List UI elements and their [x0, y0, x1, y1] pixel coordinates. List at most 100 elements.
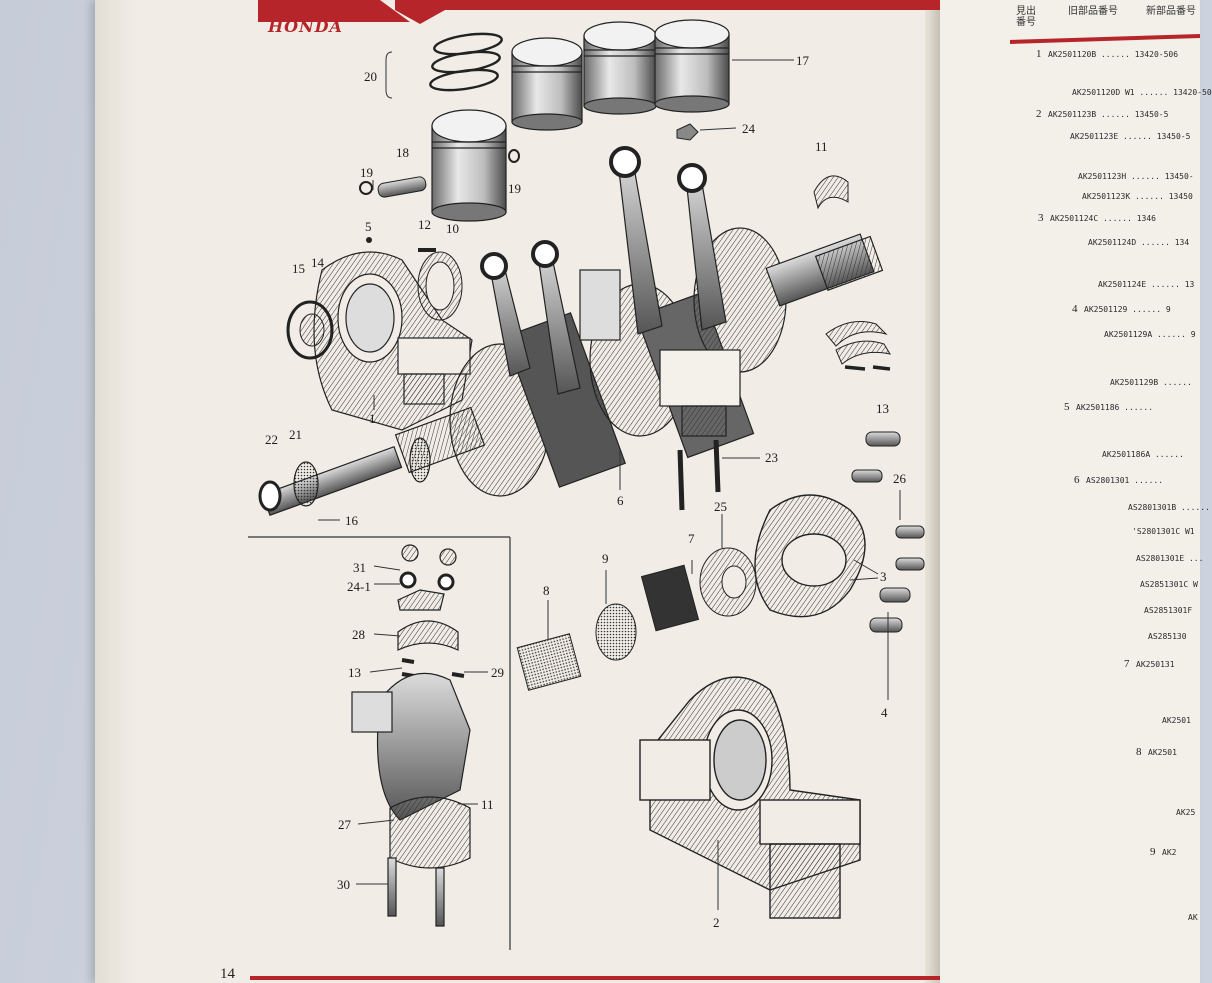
parts-list-index: 9: [1150, 846, 1156, 858]
label-part-1: 1: [369, 411, 376, 426]
piston-rings: [429, 32, 503, 92]
inset-frame: [248, 536, 511, 950]
parts-list-row: AK2501120D W1 ...... 13420-50: [1072, 88, 1212, 97]
label-part-28: 28: [352, 627, 365, 642]
parts-list-row: AK2501129B ......: [1110, 378, 1192, 387]
connecting-rods: [480, 146, 727, 395]
right-header-rule: [1009, 34, 1201, 44]
bearing-9: [595, 603, 637, 661]
label-part-11: 11: [815, 139, 828, 154]
label-part-6: 6: [617, 493, 624, 508]
parts-list-index: 5: [1064, 401, 1070, 413]
parts-list-row: AS285130: [1148, 632, 1187, 641]
label-part-24: 24: [742, 121, 755, 136]
dowel-5: [366, 237, 372, 243]
label-part-16: 16: [345, 513, 358, 528]
label-part-4: 4: [881, 705, 888, 720]
label-part-21: 21: [289, 427, 302, 442]
parts-list-row: AK2501124D ...... 134: [1088, 238, 1190, 247]
parts-list-row: AS2801301E ...: [1136, 554, 1204, 563]
parts-list-row: AS2801301 ......: [1086, 476, 1164, 485]
ring-bracket: [385, 51, 393, 99]
parts-list-row: AS2851301C W: [1140, 580, 1198, 589]
label-part-3: 3: [880, 569, 887, 584]
label-part-25: 25: [714, 499, 727, 514]
parts-list-row: AK2501123H ...... 13450-: [1078, 172, 1194, 181]
label-part-22: 22: [265, 432, 278, 447]
parts-list-index: 1: [1036, 48, 1042, 60]
parts-list-row: AK25: [1176, 808, 1196, 817]
parts-list-row: AK2501123K ...... 13450: [1082, 192, 1193, 201]
piston-pin: [359, 149, 520, 198]
label-part-20: 20: [364, 69, 377, 84]
bearing-8: [516, 633, 582, 691]
bolts-26: [799, 431, 925, 633]
parts-list-row: AK2501120B ...... 13420-506: [1048, 50, 1179, 59]
pins-13: [844, 365, 891, 371]
header-banner: [258, 0, 940, 24]
header-old-part-no: 旧部品番号: [1068, 6, 1118, 17]
page-number: 14: [220, 966, 235, 982]
crank-bearing-housing: [313, 251, 473, 431]
label-part-14: 14: [311, 255, 324, 270]
label-part-17: 17: [796, 53, 809, 68]
label-part-30: 30: [337, 877, 350, 892]
pistons: [431, 19, 730, 222]
honda-logo: HONDA: [268, 17, 343, 36]
needle-bearing: [417, 251, 463, 321]
parts-list-index: 4: [1072, 303, 1078, 315]
studs-23: [677, 439, 721, 511]
nut-24: [676, 123, 737, 141]
label-part-11: 11: [481, 797, 494, 812]
label-part-27: 27: [338, 817, 351, 832]
label-part-31: 31: [353, 560, 366, 575]
header-index: 見出 番号: [1016, 6, 1036, 28]
header-new-part-no: 新部品番号: [1146, 6, 1196, 17]
parts-list-row: AK2501: [1148, 748, 1177, 757]
label-part-9: 9: [602, 551, 609, 566]
parts-list-row: AK2501124E ...... 13: [1098, 280, 1195, 289]
parts-list-row: AK2501123B ...... 13450-5: [1048, 110, 1169, 119]
label-part-18: 18: [396, 145, 409, 160]
label-part-12: 12: [418, 217, 431, 232]
parts-list-row: AK2501186 ......: [1076, 403, 1154, 412]
parts-list-row: AK250131: [1136, 660, 1175, 669]
label-part-8: 8: [543, 583, 550, 598]
label-part-23: 23: [765, 450, 778, 465]
parts-list-row: AS2851301F: [1144, 606, 1193, 615]
bearing-shells: [813, 175, 892, 365]
parts-list-row: AK2501124C ...... 1346: [1050, 214, 1156, 223]
parts-list-index: 7: [1124, 658, 1130, 670]
conrod-inset: [351, 544, 471, 927]
parts-list-row: AK2501186A ......: [1102, 450, 1184, 459]
parts-list-index: 6: [1074, 474, 1080, 486]
parts-list-row: AK2501123E ...... 13450-5: [1070, 132, 1191, 141]
crankshaft: [258, 227, 884, 517]
label-part-10: 10: [446, 221, 459, 236]
parts-list-row: AK2: [1162, 848, 1177, 857]
label-part-13: 13: [348, 665, 361, 680]
bearing-retainer: [754, 494, 866, 618]
label-part-29: 29: [491, 665, 504, 680]
parts-list-row: AK: [1188, 913, 1198, 922]
parts-list-index: 8: [1136, 746, 1142, 758]
parts-list-row: 'S2801301C W1: [1132, 527, 1195, 536]
label-part-26: 26: [893, 471, 906, 486]
leader-lines: [318, 180, 901, 910]
parts-list-index: 2: [1036, 108, 1042, 120]
parts-list-row: AK2501: [1162, 716, 1191, 725]
label-part-15: 15: [292, 261, 305, 276]
label-part-5: 5: [365, 219, 372, 234]
parts-list-index: 3: [1038, 212, 1044, 224]
label-part-19: 19: [360, 165, 373, 180]
bushing-7: [640, 564, 700, 632]
right-page: [940, 0, 1200, 983]
parts-list-row: AK2501129A ...... 9: [1104, 330, 1196, 339]
label-part-7: 7: [688, 531, 695, 546]
parts-list-row: AS2801301B ......: [1128, 503, 1210, 512]
label-part-2: 2: [713, 915, 720, 930]
parts-list-row: AK2501129 ...... 9: [1084, 305, 1171, 314]
label-part-24-1: 24-1: [347, 579, 371, 594]
oil-seal: [286, 300, 334, 360]
